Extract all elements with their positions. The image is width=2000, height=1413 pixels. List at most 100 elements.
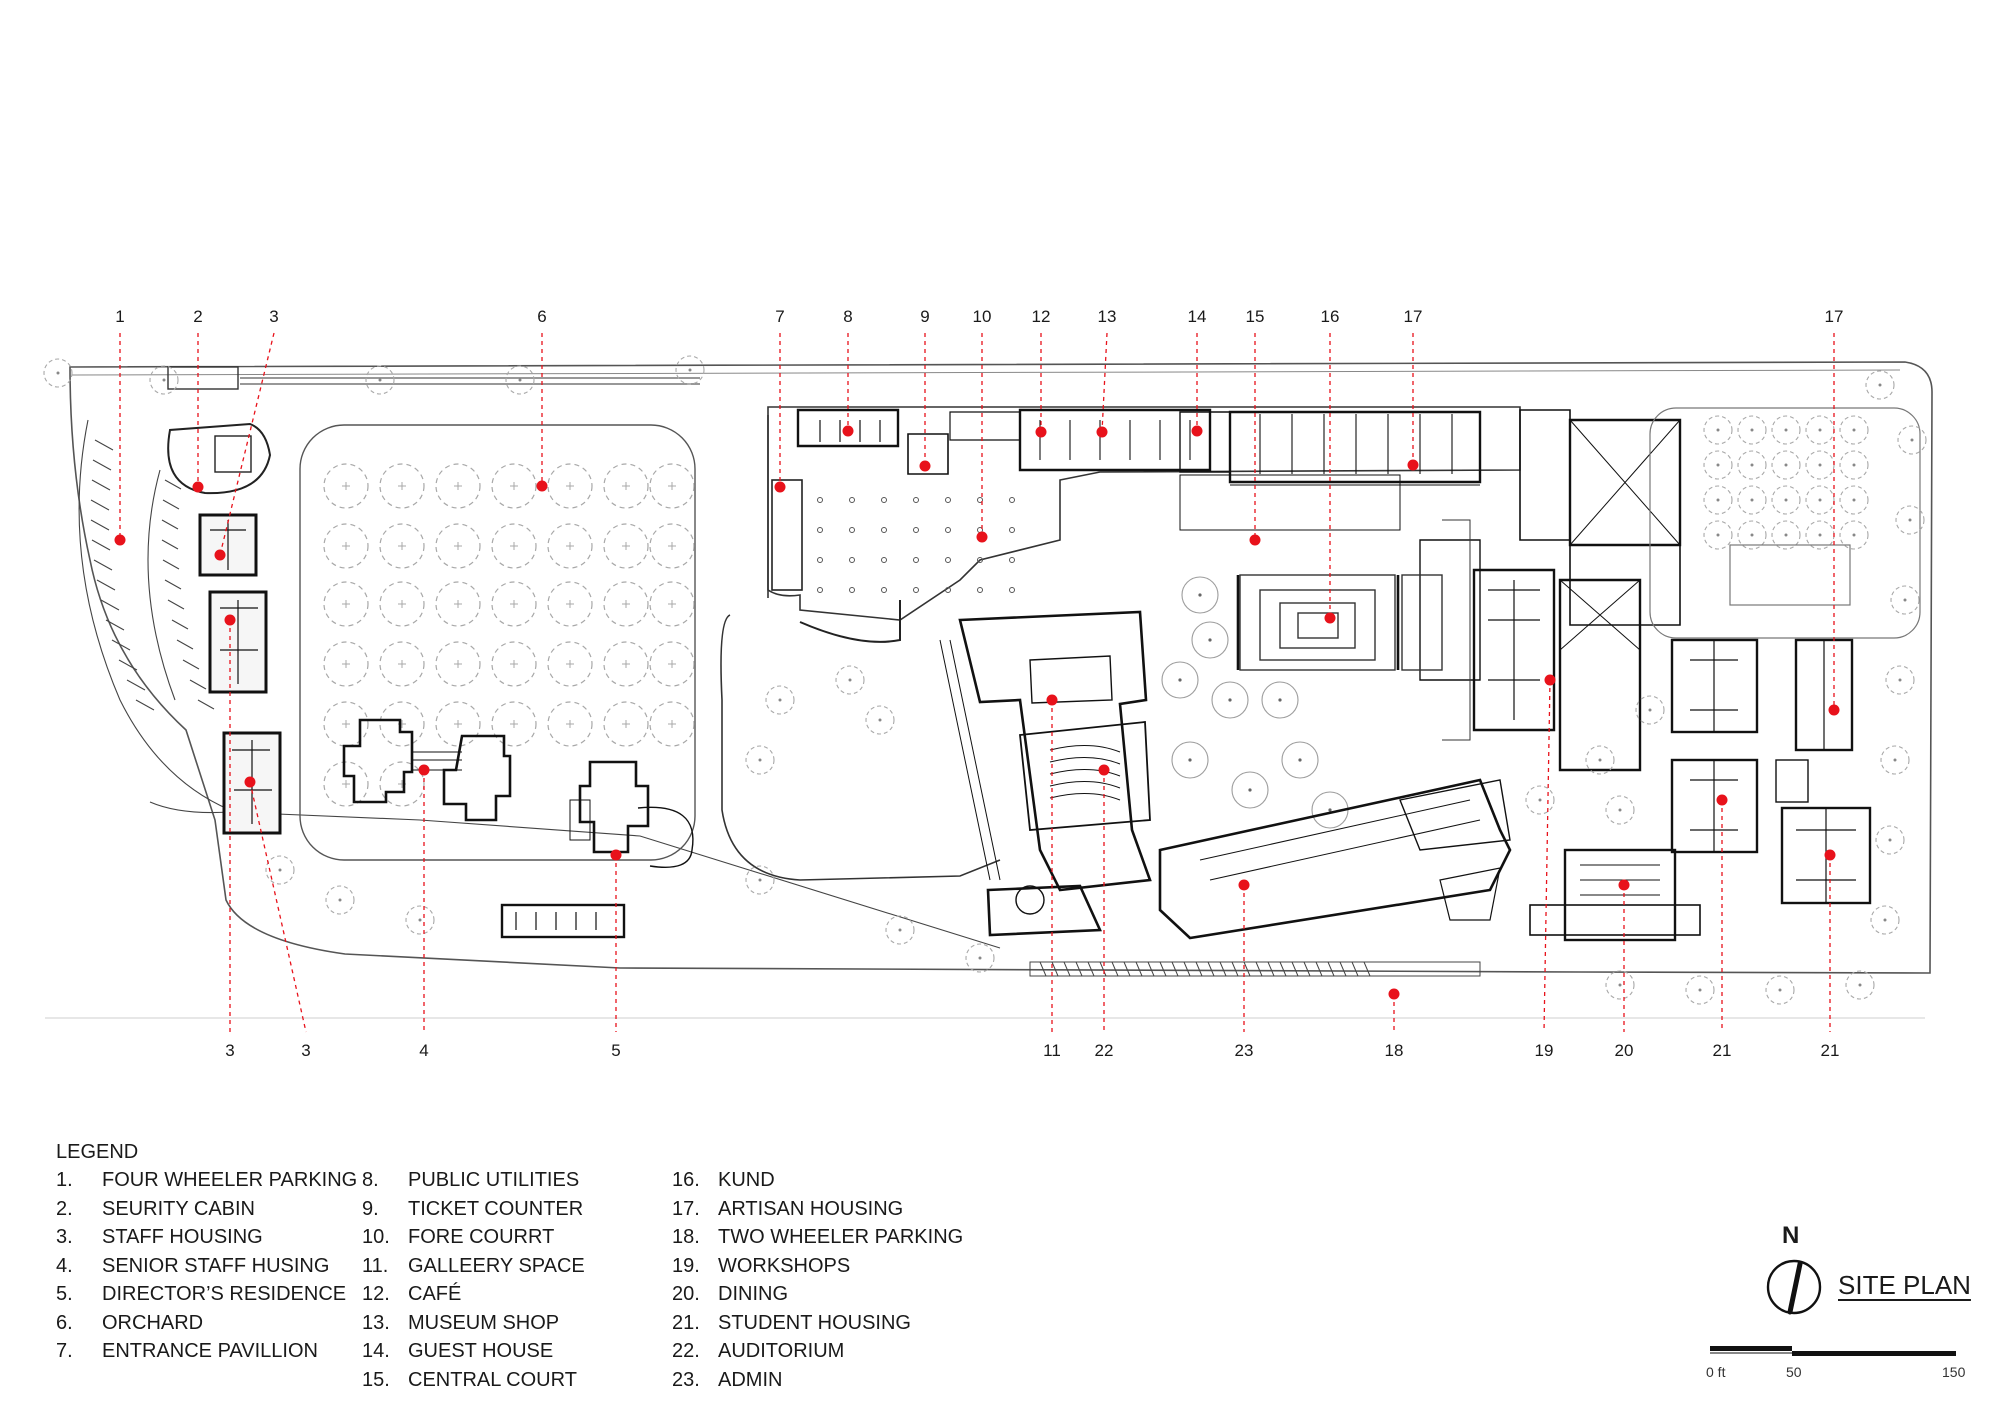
boundary-tree-icon	[965, 943, 995, 973]
callout-marker	[1716, 794, 1728, 806]
legend-item-number: 14.	[362, 1340, 390, 1362]
bottom-callout-number: 3	[225, 1041, 234, 1060]
legend-item: 11.GALLEERY SPACE	[362, 1252, 585, 1281]
legend-item-number: 16.	[672, 1169, 700, 1191]
fore-court-bollard	[977, 557, 983, 563]
top-callout-number: 2	[193, 307, 202, 326]
orchard-tree-icon	[547, 641, 593, 687]
callout-markers	[114, 425, 1840, 1000]
site-plan-title: SITE PLAN	[1838, 1270, 1971, 1300]
orchard	[299, 424, 696, 861]
boundary-tree-icon	[1875, 825, 1905, 855]
student-housing	[1670, 638, 1872, 905]
boundary-tree-icon	[765, 685, 795, 715]
boundary-tree-icon	[365, 365, 395, 395]
callout-marker	[1544, 674, 1556, 686]
legend-item-number: 23.	[672, 1368, 700, 1391]
orchard-tree-icon	[603, 463, 649, 509]
fore-court-bollard	[913, 497, 919, 503]
legend-item-number: 2.	[56, 1197, 73, 1220]
fore-court-bollard	[913, 557, 919, 563]
legend-item-number: 17.	[672, 1197, 700, 1220]
legend-item: 23.ADMIN	[672, 1366, 963, 1395]
legend-item-label: GUEST HOUSE	[408, 1340, 554, 1362]
parking-shed	[500, 903, 626, 939]
orchard-tree-icon	[435, 701, 481, 747]
legend-item-number: 22.	[672, 1340, 700, 1362]
east-tree-icon	[1771, 415, 1801, 445]
legend-item-number: 10.	[362, 1226, 390, 1248]
callout-marker	[114, 534, 126, 546]
east-tree-icon	[1839, 450, 1869, 480]
orchard-tree-icon	[603, 523, 649, 569]
east-tree-icon	[1771, 450, 1801, 480]
orchard-tree-icon	[491, 641, 537, 687]
fore-court-bollard	[977, 587, 983, 593]
orchard-tree-icon	[379, 641, 425, 687]
callout-marker	[919, 460, 931, 472]
scale-bar	[1710, 1346, 1956, 1356]
callout-marker	[610, 849, 622, 861]
orchard-tree-icon	[435, 523, 481, 569]
top-callout-number: 6	[537, 307, 546, 326]
orchard-tree-icon	[491, 523, 537, 569]
court-tree-icon	[1171, 741, 1209, 779]
east-tree-icon	[1703, 520, 1733, 550]
legend-item-label: STAFF HOUSING	[102, 1226, 263, 1248]
callout-marker	[1035, 426, 1047, 438]
legend-item-number: 5.	[56, 1283, 73, 1305]
callout-marker	[1191, 425, 1203, 437]
fore-court-bollard	[945, 557, 951, 563]
legend-item: 22.AUDITORIUM	[672, 1337, 963, 1366]
legend-item: 7.ENTRANCE PAVILLION	[56, 1337, 357, 1366]
boundary-tree-icon	[835, 665, 865, 695]
orchard-tree-icon	[323, 761, 369, 807]
orchard-tree-icon	[435, 641, 481, 687]
north-building-strip	[796, 408, 1482, 531]
boundary-tree-icon	[1525, 785, 1555, 815]
orchard-tree-icon	[649, 523, 695, 569]
fore-court-bollard	[1009, 497, 1015, 503]
legend-item-number: 12.	[362, 1283, 390, 1305]
fore-court-bollard	[881, 527, 887, 533]
legend-item: 15.CENTRAL COURT	[362, 1366, 585, 1395]
two-wheeler-parking	[1029, 961, 1481, 977]
legend-item: 12.CAFÉ	[362, 1280, 585, 1309]
boundary-tree-icon	[1865, 370, 1895, 400]
east-tree-icon	[1703, 485, 1733, 515]
north-arrow-icon	[1766, 1259, 1822, 1315]
east-tree-icon	[1737, 485, 1767, 515]
boundary-trees	[43, 355, 1927, 1005]
boundary-tree-icon	[325, 885, 355, 915]
callout-marker	[1046, 694, 1058, 706]
east-tree-icon	[1805, 415, 1835, 445]
top-callout-number: 9	[920, 307, 929, 326]
legend-item: 5.DIRECTOR’S RESIDENCE	[56, 1280, 357, 1309]
callout-marker	[1238, 879, 1250, 891]
legend-item: 20.DINING	[672, 1280, 963, 1309]
orchard-tree-icon	[323, 701, 369, 747]
callout-marker	[244, 776, 256, 788]
boundary-tree-icon	[1605, 795, 1635, 825]
legend-item: 4.SENIOR STAFF HUSING	[56, 1252, 357, 1281]
leader-line	[1543, 679, 1551, 1033]
fore-court-bollard	[945, 497, 951, 503]
legend-item-label: TICKET COUNTER	[408, 1197, 584, 1220]
orchard-tree-icon	[323, 463, 369, 509]
fore-court	[720, 406, 1521, 881]
bottom-callout-number: 22	[1095, 1041, 1114, 1060]
legend-item-number: 7.	[56, 1340, 73, 1362]
top-callout-number: 16	[1321, 307, 1340, 326]
orchard-tree-icon	[435, 463, 481, 509]
four-wheeler-parking	[78, 419, 1001, 949]
legend-item-number: 4.	[56, 1254, 73, 1277]
gallery-auditorium	[939, 610, 1152, 937]
fore-court-bollard	[849, 497, 855, 503]
boundary-tree-icon	[1685, 975, 1715, 1005]
fore-court-bollard	[817, 557, 823, 563]
fore-court-bollard	[1009, 557, 1015, 563]
east-tree-icon	[1771, 485, 1801, 515]
